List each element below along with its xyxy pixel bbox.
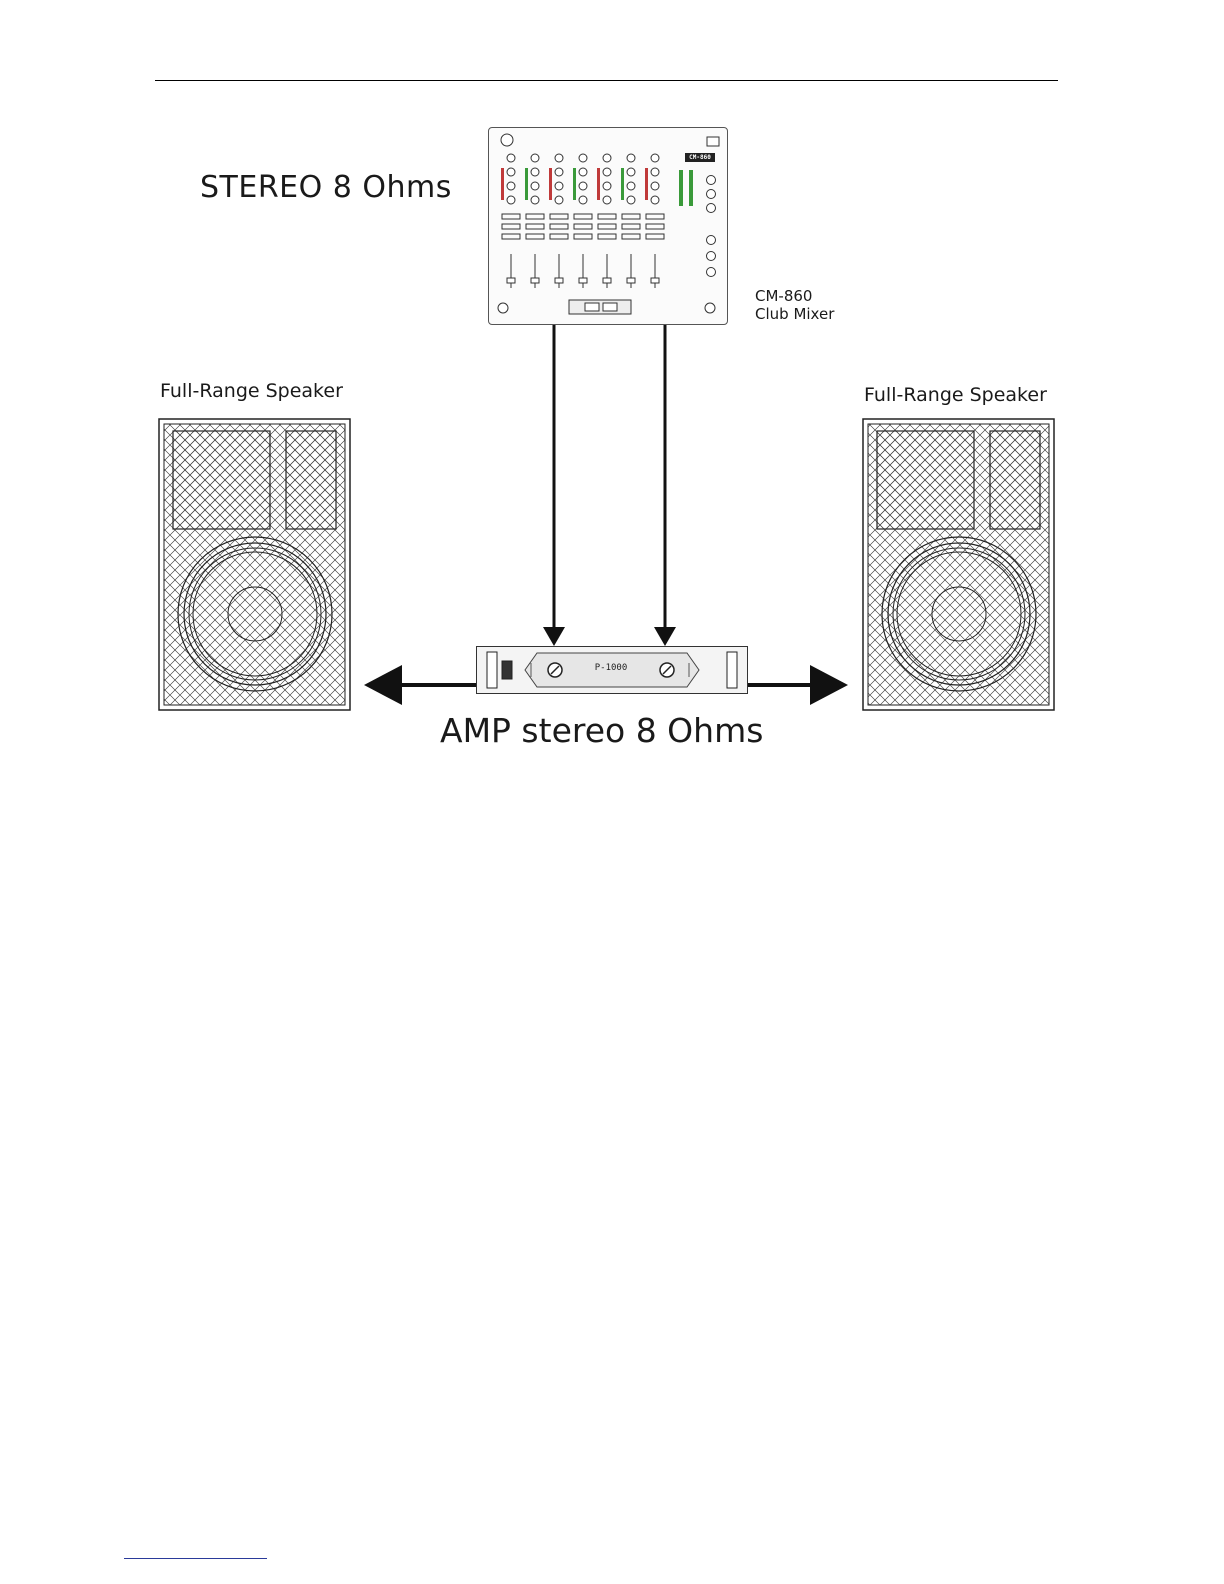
bottom-rule [124,1558,267,1559]
amp-to-right-speaker-arrow [746,665,848,705]
power-amplifier: P-1000 [476,646,748,694]
amp-label: AMP stereo 8 Ohms [440,711,763,750]
mixer-to-amp-left-cable [543,325,565,646]
mixer-to-amp-right-cable [654,325,676,646]
amp-model-label: P-1000 [587,662,635,674]
amp-to-left-speaker-arrow [364,665,476,705]
right-speaker [863,419,1054,710]
left-speaker [159,419,350,710]
